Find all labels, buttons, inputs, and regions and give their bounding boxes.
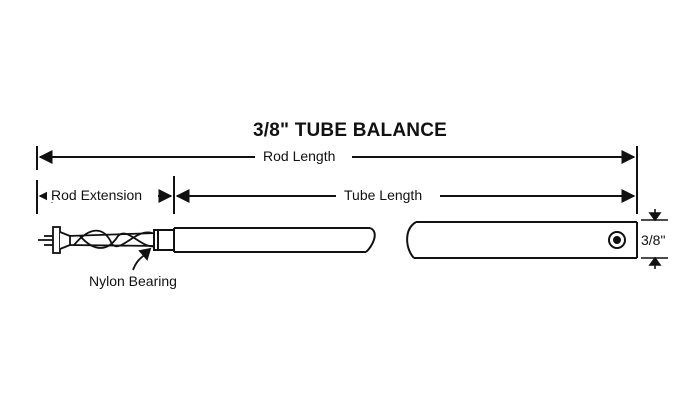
nylon-bearing-label: Nylon Bearing [89,273,177,289]
rod-extension-label: Rod Extension [47,188,147,202]
nylon-bearing-leader [132,247,152,271]
diameter-dimension [641,209,668,269]
diameter-label: 3/8" [641,232,666,248]
diagram-title: 3/8" TUBE BALANCE [253,120,447,141]
rod-length-label: Rod Length [259,149,340,163]
diameter-bottom-arrow [648,256,662,266]
tube-left-section [173,227,376,253]
spiral-rod [67,229,159,249]
nylon-bearing [153,229,175,251]
diameter-top-arrow [648,212,662,222]
extension-lines [36,146,638,214]
tube-right-section [406,221,638,259]
rod-tip [38,226,71,254]
end-rivet [608,231,626,249]
tube-length-label: Tube Length [340,188,427,202]
